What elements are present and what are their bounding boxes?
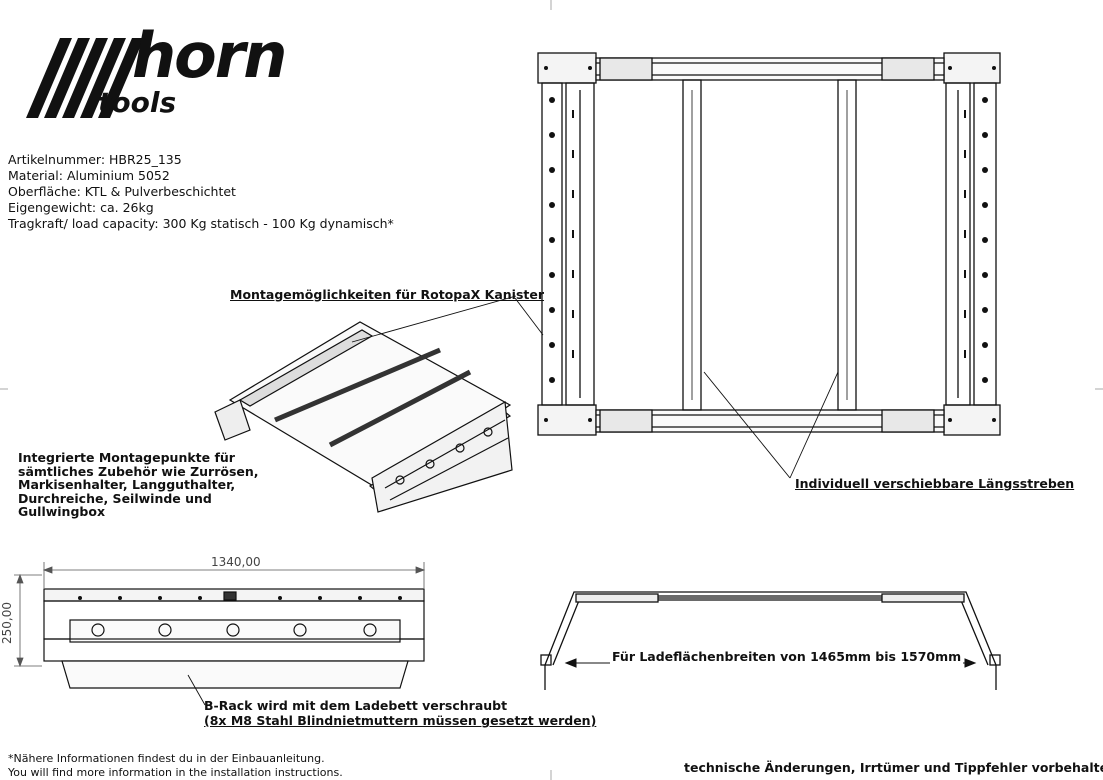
callout-mounting-line-5: Gullwingbox bbox=[18, 504, 106, 519]
disclaimer: technische Änderungen, Irrtümer und Tipp… bbox=[684, 760, 1103, 775]
dimension-width: 1340,00 bbox=[211, 555, 261, 569]
callout-mounting-line-2: sämtliches Zubehör wie Zurrösen, bbox=[18, 463, 259, 479]
callout-bed-width: Für Ladeflächenbreiten von 1465mm bis 15… bbox=[610, 649, 964, 664]
logo-subtext: tools bbox=[98, 86, 177, 119]
callout-mounting-line-1: Integrierte Montagepunkte für bbox=[18, 450, 235, 465]
callout-mounting-points: Integrierte Montagepunkte für sämtliches… bbox=[18, 451, 259, 519]
callout-bolted-line-2: (8x M8 Stahl Blindnietmuttern müssen ges… bbox=[204, 713, 597, 728]
footnote-en: You will find more information in the in… bbox=[8, 766, 343, 779]
spec-weight: Eigengewicht: ca. 26kg bbox=[8, 200, 154, 215]
dimension-height: 250,00 bbox=[0, 602, 14, 644]
dimension-lines bbox=[14, 562, 426, 668]
callout-mounting-line-3: Markisenhalter, Langguthalter, bbox=[18, 477, 236, 492]
logo: horn bbox=[132, 19, 287, 92]
spec-article-number: Artikelnummer: HBR25_135 bbox=[8, 152, 182, 167]
side-profile-drawing bbox=[540, 591, 1001, 690]
footnote-de: *Nähere Informationen findest du in der … bbox=[8, 752, 325, 765]
callout-bolted-line-1: B-Rack wird mit dem Ladebett verschraubt bbox=[204, 698, 508, 713]
top-view-drawing bbox=[537, 52, 1001, 436]
isometric-drawing bbox=[214, 321, 513, 513]
callout-mounting-line-4: Durchreiche, Seilwinde und bbox=[18, 490, 212, 506]
front-view-drawing bbox=[43, 588, 425, 689]
callout-rotopax: Montagemöglichkeiten für RotopaX Kaniste… bbox=[230, 287, 545, 302]
callout-sliding-struts: Individuell verschiebbare Längsstreben bbox=[795, 476, 1075, 491]
spec-material: Material: Aluminium 5052 bbox=[8, 168, 170, 183]
spec-surface: Oberfläche: KTL & Pulverbeschichtet bbox=[8, 184, 236, 199]
spec-capacity: Tragkraft/ load capacity: 300 Kg statisc… bbox=[8, 216, 394, 231]
logo-mark bbox=[26, 38, 144, 118]
callout-bolted: B-Rack wird mit dem Ladebett verschraubt… bbox=[204, 698, 596, 728]
leader-lines bbox=[187, 295, 839, 706]
